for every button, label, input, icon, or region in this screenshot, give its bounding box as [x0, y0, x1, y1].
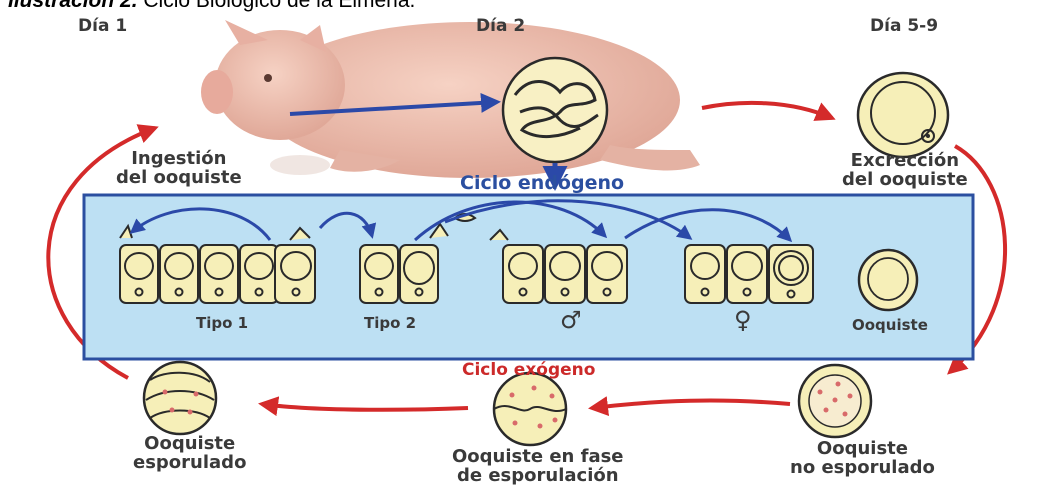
tipo1-label: Tipo 1: [196, 314, 248, 332]
day-5-9-label: Día 5-9: [870, 18, 938, 36]
female-cells: [685, 245, 813, 303]
arrow-to-excretion: [702, 103, 832, 118]
sporulated-oocyst-icon: [144, 362, 216, 434]
sporulating-line2: de esporulación: [452, 467, 624, 486]
male-symbol: ♂: [560, 306, 582, 334]
excretion-line2: del ooquiste: [842, 171, 968, 190]
endo-oocyst-icon: [859, 250, 917, 310]
excreted-oocyst-icon: [858, 73, 948, 157]
arrow-to-sporulating: [592, 401, 790, 408]
sporulating-label: Ooquiste en fase de esporulación: [452, 448, 624, 486]
sporulated-line2: esporulado: [133, 454, 246, 473]
ingestion-label: Ingestión del ooquiste: [116, 150, 242, 188]
sporulated-label: Ooquiste esporulado: [133, 435, 246, 473]
oocyst-label: Ooquiste: [852, 316, 928, 334]
non-sporulated-label: Ooquiste no esporulado: [790, 440, 935, 478]
non-sporulated-oocyst-icon: [799, 365, 871, 437]
arrow-to-sporulated: [262, 404, 468, 410]
exogenous-cycle-title: Ciclo exógeno: [462, 360, 595, 380]
endogenous-cycle-title: Ciclo endógeno: [460, 172, 624, 194]
female-symbol: ♀: [734, 306, 752, 334]
non-sporulated-line2: no esporulado: [790, 459, 935, 478]
day-2-label: Día 2: [476, 18, 525, 36]
intestine-icon: [503, 58, 607, 162]
ingestion-line2: del ooquiste: [116, 169, 242, 188]
tipo2-label: Tipo 2: [364, 314, 416, 332]
pig-illustration: [201, 20, 700, 178]
excretion-label: Excrección del ooquiste: [842, 152, 968, 190]
day-1-label: Día 1: [78, 18, 127, 36]
sporulating-oocyst-icon: [494, 373, 566, 445]
